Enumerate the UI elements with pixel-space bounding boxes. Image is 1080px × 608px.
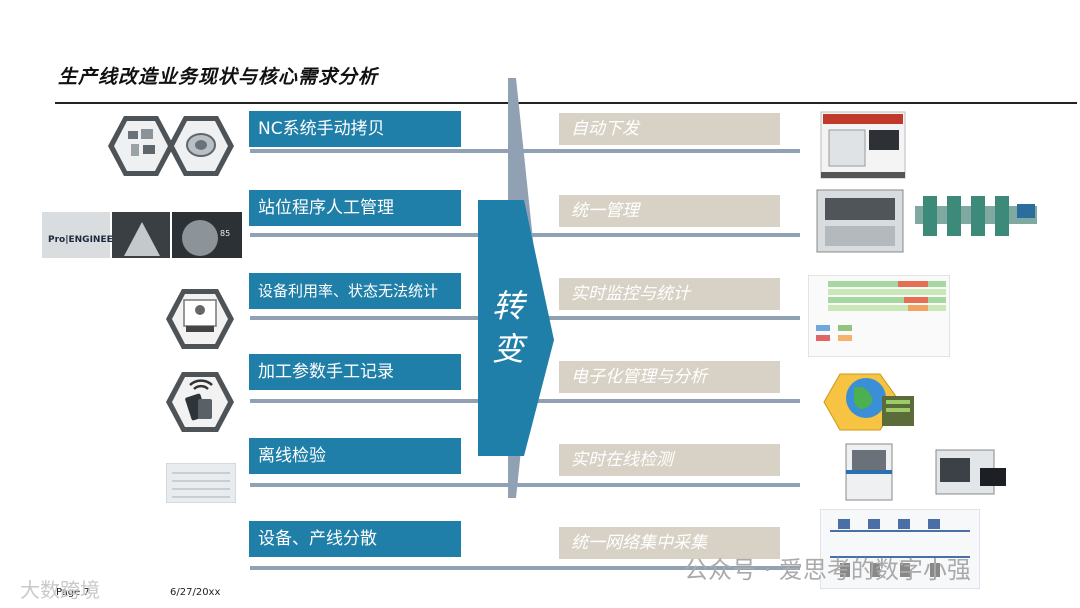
target-box-3: 实时监控与统计 [559,278,780,310]
current-state-box-3: 设备利用率、状态无法统计 [249,273,461,309]
page-number: Page 7 [56,587,90,598]
cnc-machine-image [820,111,906,179]
handheld-device-icon [166,372,234,432]
certificate-icon [166,289,234,349]
target-box-2: 统一管理 [559,195,780,227]
target-box-1: 自动下发 [559,113,780,145]
globe-analysis-image [823,373,914,431]
current-state-box-6: 设备、产线分散 [249,521,461,557]
transformation-label-2: 变 [491,330,524,368]
row-line-1 [250,149,800,153]
watermark-left: 大数跨境 [20,578,100,602]
pro-engineer-icon: Pro|ENGINEER 85 [42,212,242,258]
slide-title: 生产线改造业务现状与核心需求分析 [58,66,379,88]
title-rule [55,102,1077,104]
smt-line-image [816,189,1037,253]
watermark-right: 公众号 · 爱思考的数字小强 [684,556,971,584]
network-diagram-image [820,509,980,589]
target-box-6: 统一网络集中采集 [559,527,780,559]
current-state-box-5: 离线检验 [249,438,461,474]
row-line-6 [250,566,800,570]
transformation-arrow [478,78,554,498]
inspection-equipment-image [845,443,1006,501]
svg-text:Pro|ENGINEER: Pro|ENGINEER [48,235,120,245]
monitoring-chart-image [808,275,950,357]
transformation-label-1: 转 [491,287,524,325]
current-state-box-4: 加工参数手工记录 [249,354,461,390]
inspection-report-icon [166,463,236,503]
svg-text:85: 85 [220,229,230,238]
current-state-box-2: 站位程序人工管理 [249,190,461,226]
target-box-4: 电子化管理与分析 [559,361,780,393]
cad-parts-icon [108,116,234,176]
target-box-5: 实时在线检测 [559,444,780,476]
row-line-5 [250,483,800,487]
slide-date: 6/27/20xx [170,587,221,598]
current-state-box-1: NC系统手动拷贝 [249,111,461,147]
